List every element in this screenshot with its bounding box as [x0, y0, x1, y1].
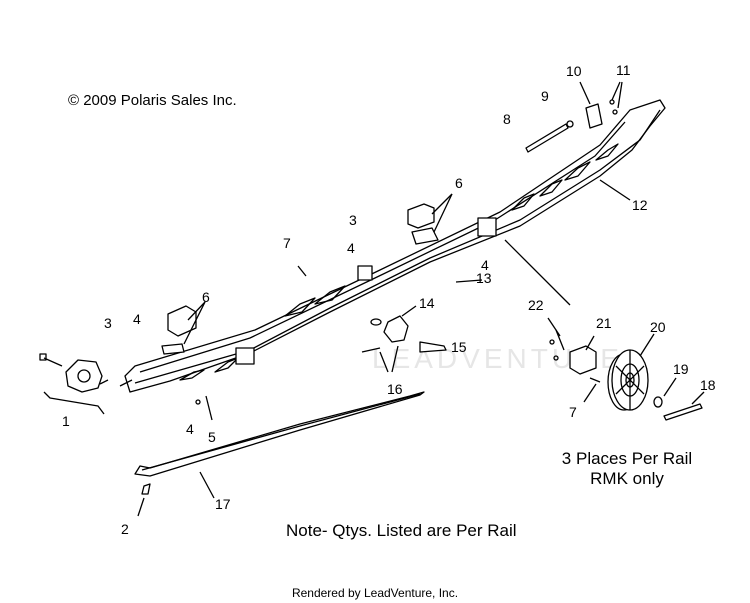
part-1-front-block: [43, 359, 109, 415]
callout-17: 17: [215, 496, 231, 512]
callout-7b: 7: [569, 404, 577, 420]
part-8-bolt: [525, 123, 569, 153]
callout-4d: 4: [481, 257, 489, 273]
callout-4c: 4: [347, 240, 355, 256]
callout-3b: 3: [349, 212, 357, 228]
rail-assembly: [124, 99, 666, 393]
callout-13: 13: [476, 270, 492, 286]
callout-5: 5: [208, 429, 216, 445]
callout-21: 21: [596, 315, 612, 331]
callout-1: 1: [62, 413, 70, 429]
copyright-text: © 2009 Polaris Sales Inc.: [68, 92, 237, 109]
note-places-line-2: RMK only: [590, 469, 664, 488]
callout-4a: 4: [133, 311, 141, 327]
slide-wear-strip: [134, 391, 425, 477]
part-21-block: [569, 345, 597, 375]
callout-11: 11: [616, 62, 631, 78]
note-quantities: Note- Qtys. Listed are Per Rail: [286, 521, 517, 540]
callout-12: 12: [632, 197, 648, 213]
callout-14: 14: [419, 295, 435, 311]
callout-20: 20: [650, 319, 666, 335]
callout-8: 8: [503, 111, 511, 127]
note-places-line-1: 3 Places Per Rail: [561, 449, 693, 468]
callout-7a: 7: [283, 235, 291, 251]
footer-credit: Rendered by LeadVenture, Inc.: [291, 586, 459, 600]
callout-19: 19: [673, 361, 689, 377]
callout-16: 16: [387, 381, 403, 397]
callout-22: 22: [528, 297, 544, 313]
callout-3a: 3: [104, 315, 112, 331]
callout-10: 10: [566, 63, 582, 79]
callout-18: 18: [700, 377, 716, 393]
part-6-lower-blocks: [161, 305, 197, 355]
part-16-idler: [361, 315, 409, 353]
part-6-upper-blocks: [407, 203, 439, 245]
note-places: 3 Places Per Rail RMK only: [552, 449, 702, 489]
part-20-wheel: [607, 349, 649, 411]
callout-4b: 4: [186, 421, 194, 437]
callout-2: 2: [121, 521, 129, 537]
callout-15: 15: [451, 339, 467, 355]
callout-6a: 6: [202, 289, 210, 305]
callout-6b: 6: [455, 175, 463, 191]
callout-9: 9: [541, 88, 549, 104]
